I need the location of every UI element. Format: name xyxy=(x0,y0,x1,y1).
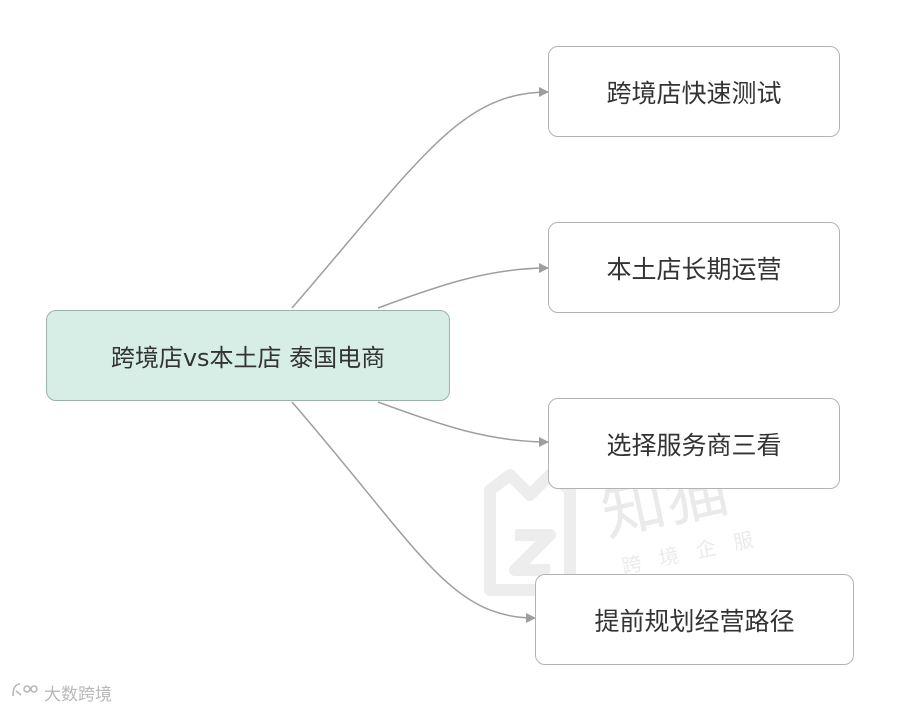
footer-brand-text: 大数跨境 xyxy=(44,685,112,705)
branch-node-2[interactable]: 本土店长期运营 xyxy=(548,222,840,313)
edge-to-branch-2 xyxy=(377,263,549,309)
branch-node-label: 提前规划经营路径 xyxy=(594,606,795,636)
branch-node-4[interactable]: 提前规划经营路径 xyxy=(535,574,854,665)
branch-node-1[interactable]: 跨境店快速测试 xyxy=(548,46,840,137)
branch-node-label: 本土店长期运营 xyxy=(606,254,782,284)
branch-node-label: 跨境店快速测试 xyxy=(606,78,782,108)
root-node[interactable]: 跨境店vs本土店 泰国电商 xyxy=(46,310,450,401)
ks-logo-icon xyxy=(10,681,40,704)
footer-logo: 大数跨境 xyxy=(10,680,112,705)
branch-node-3[interactable]: 选择服务商三看 xyxy=(548,398,840,489)
edge-to-branch-1 xyxy=(291,87,549,309)
edge-to-branch-3 xyxy=(377,401,549,447)
root-node-label: 跨境店vs本土店 泰国电商 xyxy=(110,344,386,372)
edge-to-branch-4 xyxy=(291,401,536,623)
branch-node-label: 选择服务商三看 xyxy=(606,430,782,460)
